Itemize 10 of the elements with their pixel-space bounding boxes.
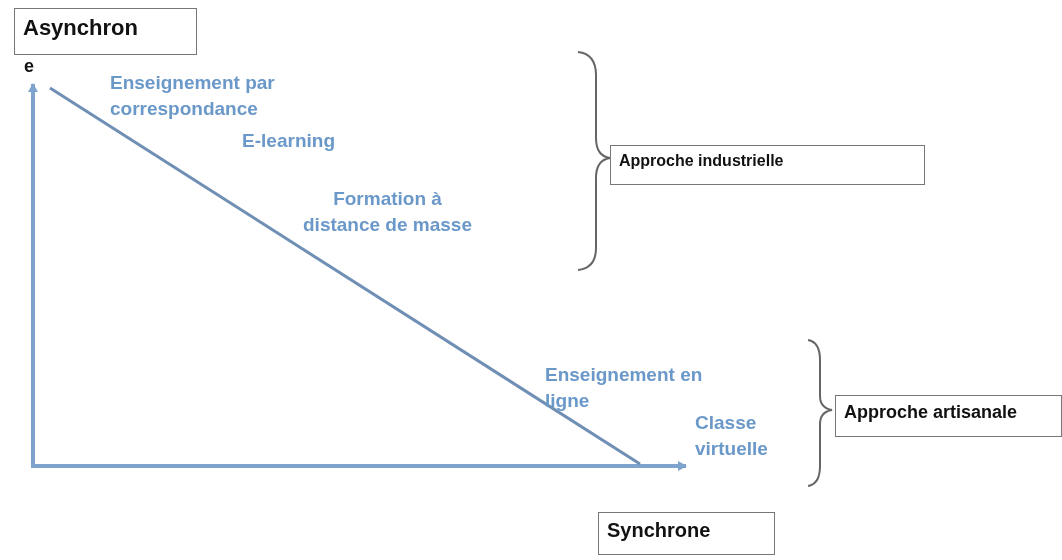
axis-label-box: Asynchron — [14, 8, 197, 55]
axis-label: e — [24, 56, 34, 77]
method-label: E-learning — [241, 129, 335, 153]
method-label: Formation à distance de masse — [302, 187, 473, 237]
method-label: Enseignement par correspondance — [110, 71, 276, 121]
category-box: Approche artisanale — [835, 395, 1062, 437]
method-label: Enseignement en ligne — [545, 363, 704, 413]
category-box: Approche industrielle — [610, 145, 925, 185]
method-label: Classe virtuelle — [695, 411, 769, 461]
axis-label-box: Synchrone — [598, 512, 775, 555]
